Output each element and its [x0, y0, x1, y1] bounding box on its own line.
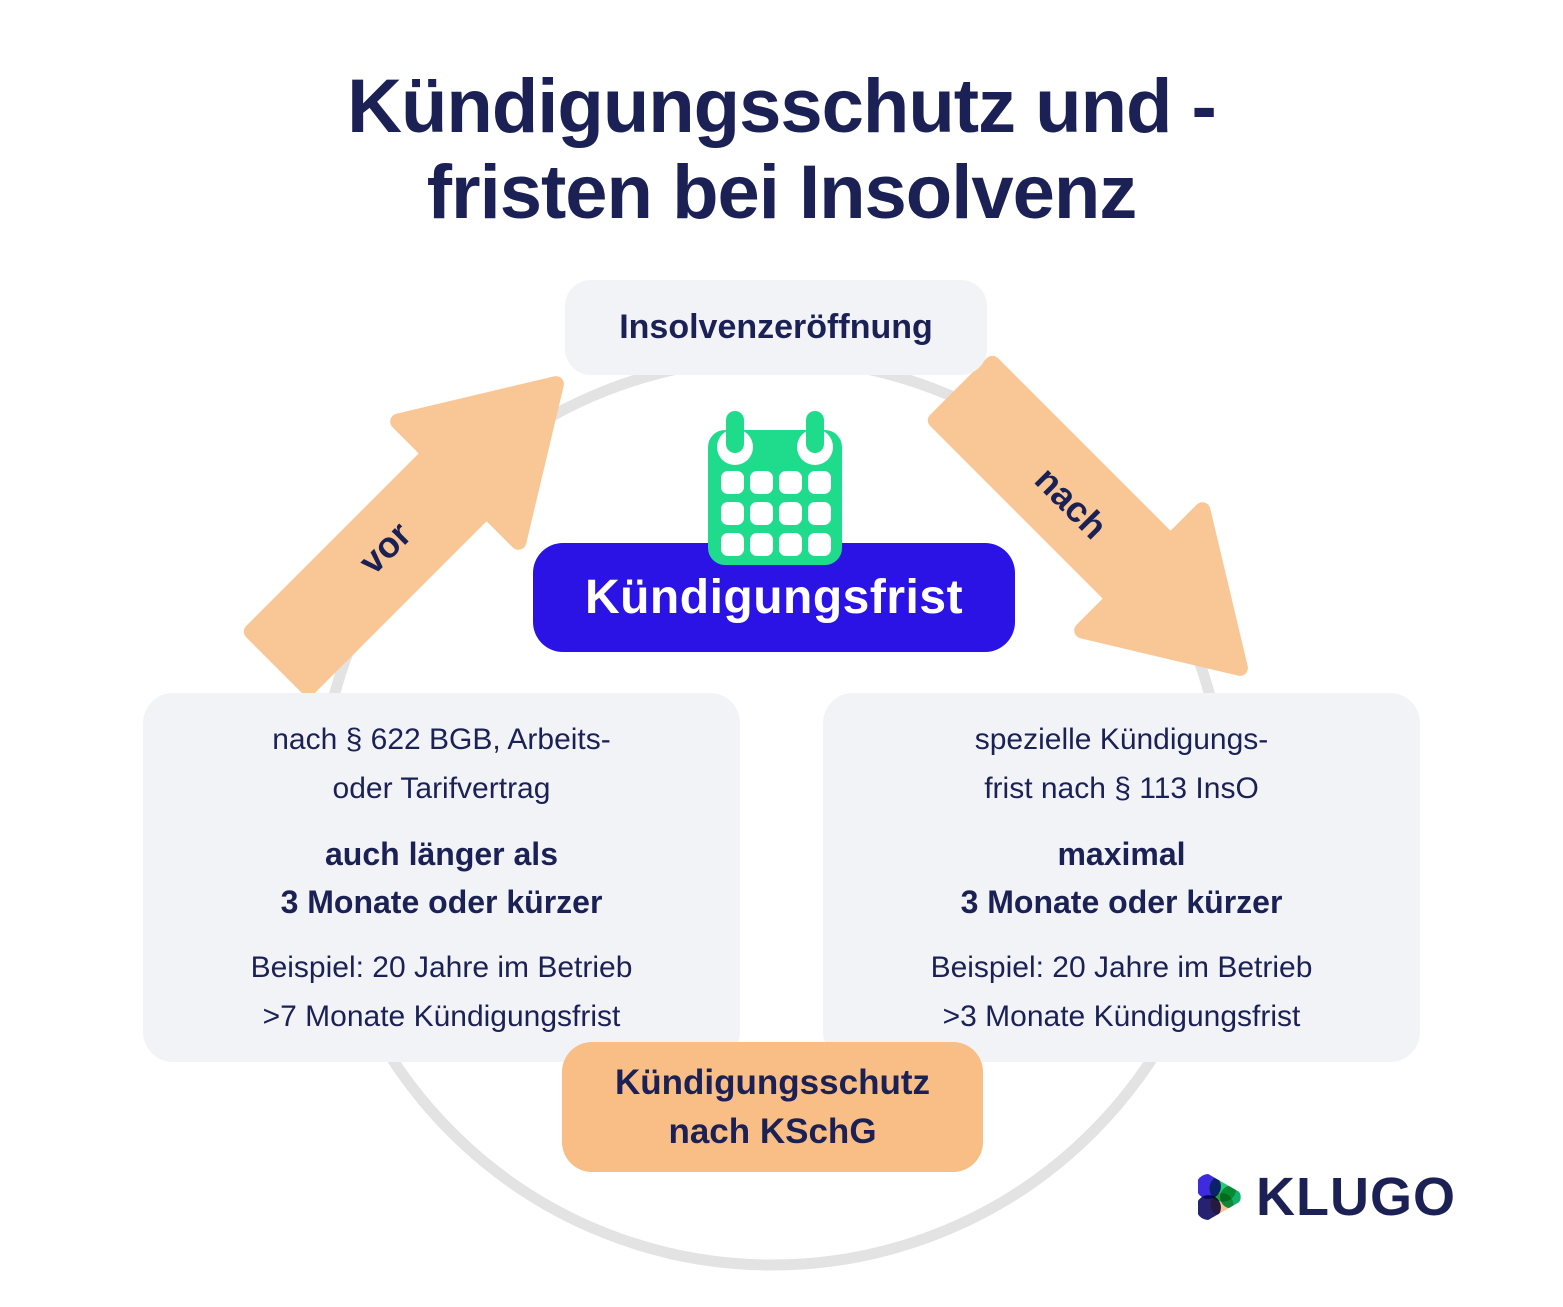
right-box-example: Beispiel: 20 Jahre im Betrieb >3 Monate …: [931, 943, 1313, 1041]
klugo-wordmark: KLUGO: [1256, 1167, 1456, 1227]
klugo-logo-icon: [1197, 1174, 1241, 1220]
left-box-highlight: auch länger als 3 Monate oder kürzer: [281, 830, 603, 926]
right-box-highlight-line2: 3 Monate oder kürzer: [960, 883, 1283, 920]
right-box-intro: spezielle Kündigungs- frist nach § 113 I…: [975, 715, 1269, 813]
left-box-highlight-line1: auch länger als: [325, 835, 558, 872]
left-box-example-line2: >7 Monate Kündigungsfrist: [262, 999, 621, 1033]
info-box-vor-insolvenz: nach § 622 BGB, Arbeits- oder Tarifvertr…: [143, 693, 740, 1062]
bottom-box-line1: Kündigungsschutz: [615, 1063, 930, 1102]
arrow-nach: [927, 355, 1248, 676]
page-title: Kündigungsschutz und - fristen bei Insol…: [0, 64, 1563, 236]
left-box-highlight-line2: 3 Monate oder kürzer: [280, 883, 603, 920]
right-box-intro-line2: frist nach § 113 InsO: [984, 771, 1259, 805]
node-insolvenzeroeffnung-label: Insolvenzeröffnung: [619, 308, 933, 346]
kuendigungsfrist-label: Kündigungsfrist: [584, 571, 964, 624]
page-title-line1: Kündigungsschutz und -: [347, 64, 1217, 149]
left-box-intro-line2: oder Tarifvertrag: [332, 771, 551, 805]
bottom-box-line2: nach KSchG: [668, 1112, 877, 1151]
left-box-intro-line1: nach § 622 BGB, Arbeits-: [272, 722, 611, 756]
left-box-example-line1: Beispiel: 20 Jahre im Betrieb: [250, 950, 633, 984]
left-box-example: Beispiel: 20 Jahre im Betrieb >7 Monate …: [251, 943, 633, 1041]
left-box-intro: nach § 622 BGB, Arbeits- oder Tarifvertr…: [272, 715, 611, 813]
info-box-nach-insolvenz: spezielle Kündigungs- frist nach § 113 I…: [823, 693, 1420, 1062]
node-insolvenzeroeffnung: Insolvenzeröffnung: [565, 280, 987, 375]
page-title-line2: fristen bei Insolvenz: [426, 150, 1138, 235]
arrow-vor: [243, 376, 564, 697]
right-box-example-line2: >3 Monate Kündigungsfrist: [942, 999, 1301, 1033]
node-kuendigungsschutz-kschg: Kündigungsschutz nach KSchG: [562, 1042, 983, 1172]
calendar-icon: [708, 411, 842, 565]
right-box-highlight-line1: maximal: [1057, 835, 1186, 872]
right-box-example-line1: Beispiel: 20 Jahre im Betrieb: [930, 950, 1313, 984]
klugo-logo: KLUGO: [1197, 1167, 1456, 1227]
right-box-highlight: maximal 3 Monate oder kürzer: [961, 830, 1283, 926]
right-box-intro-line1: spezielle Kündigungs-: [974, 722, 1269, 756]
